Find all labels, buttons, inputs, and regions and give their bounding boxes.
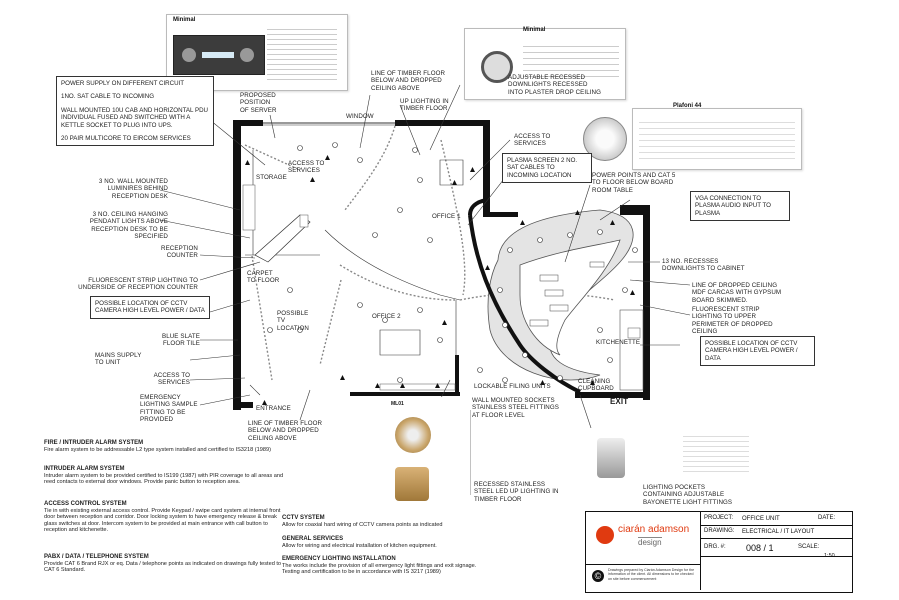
- spec-heading: EMERGENCY LIGHTING INSTALLATION: [282, 556, 396, 562]
- product-card-minimal-left: Minimal: [166, 14, 348, 91]
- uplighting-note: UP LIGHTING IN TIMBER FLOOR: [400, 98, 449, 113]
- spec-text: Tie in with existing external access con…: [44, 507, 281, 534]
- product-card-spot: [585, 428, 755, 498]
- mounted-sockets-note: WALL MOUNTED SOCKETS STAINLESS STEEL FIT…: [472, 397, 559, 419]
- filing-label: LOCKABLE FILING UNITS: [474, 383, 551, 390]
- spec-heading: CCTV SYSTEM: [282, 515, 325, 521]
- copyright-text: Drawings prepared by Ciarán Adamson Desi…: [608, 568, 695, 581]
- spec-access-control: ACCESS CONTROL SYSTEM Tie in with existi…: [44, 501, 284, 534]
- scale-label: SCALE:: [798, 544, 820, 550]
- date-label: DATE:: [818, 515, 836, 521]
- downlights-plaster-note: ADJUSTABLE RECESSED DOWNLIGHTS RECESSED …: [508, 74, 602, 96]
- access-services-left-note: ACCESS TO SERVICES: [153, 372, 190, 387]
- note-line: POWER SUPPLY ON DIFFERENT CIRCUIT: [61, 80, 185, 87]
- drg-label: DRG. #:: [704, 544, 726, 550]
- exit-label: EXIT: [610, 397, 629, 406]
- spec-table: [639, 117, 795, 162]
- spec-table: [523, 41, 619, 81]
- fluorescent-upper-note: FLUORESCENT STRIP LIGHTING TO UPPER PERI…: [692, 306, 773, 336]
- spec-text: Intruder alarm system to be provided cer…: [44, 472, 284, 486]
- spec-heading: FIRE / INTRUDER ALARM SYSTEM: [44, 440, 144, 446]
- company-sub: design: [638, 537, 662, 547]
- spec-table: [267, 25, 337, 80]
- dropped-ceiling-note: LINE OF DROPPED CEILING MDF CARCAS WITH …: [692, 282, 782, 304]
- title-block: ciarán adamson design PROJECT: OFFICE UN…: [585, 511, 853, 593]
- scale-value: 1:50: [824, 553, 835, 559]
- project-label: PROJECT:: [704, 515, 734, 521]
- product-card-plafoni: Plafoni 44: [632, 103, 802, 170]
- spec-fire-alarm: FIRE / INTRUDER ALARM SYSTEM Fire alarm …: [44, 440, 284, 453]
- drawing-value: ELECTRICAL / IT LAYOUT: [742, 529, 815, 535]
- pendant-lights-note: 3 No. CEILING HANGING PENDANT LIGHTS ABO…: [89, 211, 168, 241]
- card-title: Minimal: [523, 27, 546, 33]
- access-services-top-note: ACCESS TO SERVICES: [514, 133, 551, 148]
- power-points-note: POWER POINTS AND CAT 5 TO FLOOR BELOW BO…: [592, 172, 676, 194]
- spec-general: GENERAL SERVICES Allow for wiring and el…: [282, 536, 482, 549]
- note-line: WALL MOUNTED 10U CAB AND HORIZONTAL PDU …: [61, 106, 209, 129]
- spec-pabx: PABX / DATA / TELEPHONE SYSTEM Provide C…: [44, 554, 284, 574]
- recessed-steel-note: RECESSED STAINLESS STEEL LED UP LIGHTING…: [474, 481, 559, 503]
- office2-label: OFFICE 2: [372, 313, 401, 320]
- spec-text: Fire alarm system to be addressable L2 t…: [44, 446, 271, 453]
- cctv-reception-note: POSSIBLE LOCATION OF CCTV CAMERA HIGH LE…: [90, 296, 210, 319]
- spec-text: The works include the provision of all e…: [282, 562, 477, 576]
- spec-text: Allow for wiring and electrical installa…: [282, 542, 437, 549]
- spec-heading: ACCESS CONTROL SYSTEM: [44, 501, 127, 507]
- spec-heading: GENERAL SERVICES: [282, 536, 344, 542]
- emergency-lighting-note: EMERGENCY LIGHTING SAMPLE FITTING TO BE …: [140, 394, 198, 424]
- tv-location-label: POSSIBLE TV LOCATION: [277, 310, 309, 332]
- company-name: ciarán adamson: [618, 524, 690, 535]
- timber-floor-top-note: LINE OF TIMBER FLOOR BELOW AND DROPPED C…: [371, 70, 446, 92]
- plasma-screen-note: PLASMA SCREEN 2 No. SAT CABLES TO INCOMI…: [502, 153, 592, 184]
- office1-label: OFFICE 1: [432, 213, 461, 220]
- company-logo: ciarán adamson design: [590, 516, 700, 562]
- spec-intruder-alarm: INTRUDER ALARM SYSTEM Intruder alarm sys…: [44, 466, 284, 486]
- spec-heading: INTRUDER ALARM SYSTEM: [44, 466, 125, 472]
- fluorescent-strip-note: FLUORESCENT STRIP LIGHTING TO UNDERSIDE …: [78, 277, 198, 292]
- lighting-pockets-note: LIGHTING POCKETS CONTAINING ADJUSTABLE B…: [643, 484, 733, 506]
- spec-text: Provide CAT 6 Brand RJX or eq. Data / te…: [44, 560, 282, 574]
- recessed-downlights-note: 13 No. RECESSES DOWNLIGHTS TO CABINET: [662, 258, 745, 273]
- drawing-label: DRAWING:: [704, 528, 735, 534]
- carpet-label: CARPET TO FLOOR: [247, 270, 280, 285]
- card-title: Plafoni 44: [673, 103, 702, 109]
- project-value: OFFICE UNIT: [742, 516, 780, 522]
- logo-mark: [596, 526, 614, 544]
- card-title: ML01: [391, 401, 404, 407]
- product-card-ml01: ML01: [385, 397, 470, 517]
- spec-emergency: EMERGENCY LIGHTING INSTALLATION The work…: [282, 556, 492, 576]
- product-card-minimal-right: Minimal: [464, 27, 626, 100]
- timber-floor-bottom-note: LINE OF TIMBER FLOOR BELOW AND DROPPED C…: [248, 420, 323, 442]
- cctv-right-note: POSSIBLE LOCATION OF CCTV CAMERA HIGH LE…: [700, 336, 815, 367]
- spotlight-image: [597, 438, 625, 478]
- led-cylinder-image: [395, 467, 429, 501]
- drg-value: 008 / 1: [746, 543, 774, 553]
- vga-note: VGA CONNECTION TO PLASMA AUDIO INPUT TO …: [690, 191, 790, 222]
- spec-table: [683, 432, 749, 474]
- copyright-icon: ©: [592, 570, 604, 582]
- downlight-image: [481, 51, 513, 83]
- note-line: 1No. SAT CABLE TO INCOMING: [61, 93, 155, 101]
- spec-cctv: CCTV SYSTEM Allow for coaxial hard wirin…: [282, 515, 482, 528]
- entrance-label: ENTRANCE: [256, 405, 291, 412]
- access-services-plan-label: ACCESS TO SERVICES: [288, 160, 325, 175]
- server-note: PROPOSED POSITION OF SERVER: [240, 92, 277, 114]
- blue-slate-note: BLUE SLATE FLOOR TILE: [161, 333, 200, 348]
- wall-luminaires-note: 3 No. WALL MOUNTED LUMINIRES BEHIND RECE…: [98, 178, 168, 200]
- spec-heading: PABX / DATA / TELEPHONE SYSTEM: [44, 554, 149, 560]
- storage-label: STORAGE: [256, 174, 287, 181]
- fitting-image: [173, 35, 265, 75]
- led-plate-image: [395, 417, 431, 453]
- cleaning-label: CLEANING CUPBOARD: [578, 378, 614, 393]
- kitchenette-label: KITCHENETTE: [596, 339, 641, 346]
- card-title: Minimal: [173, 17, 196, 23]
- note-line: 20 PAIR MULTICORE TO EIRCOM SERVICES: [61, 135, 191, 143]
- window-label: WINDOW: [346, 113, 374, 120]
- power-supply-note: POWER SUPPLY ON DIFFERENT CIRCUIT 1No. S…: [56, 76, 214, 147]
- spec-text: Allow for coaxial hard wiring of CCTV ca…: [282, 521, 443, 528]
- mains-supply-note: MAINS SUPPLY TO UNIT: [95, 352, 142, 367]
- reception-counter-note: RECEPTION COUNTER: [161, 245, 198, 260]
